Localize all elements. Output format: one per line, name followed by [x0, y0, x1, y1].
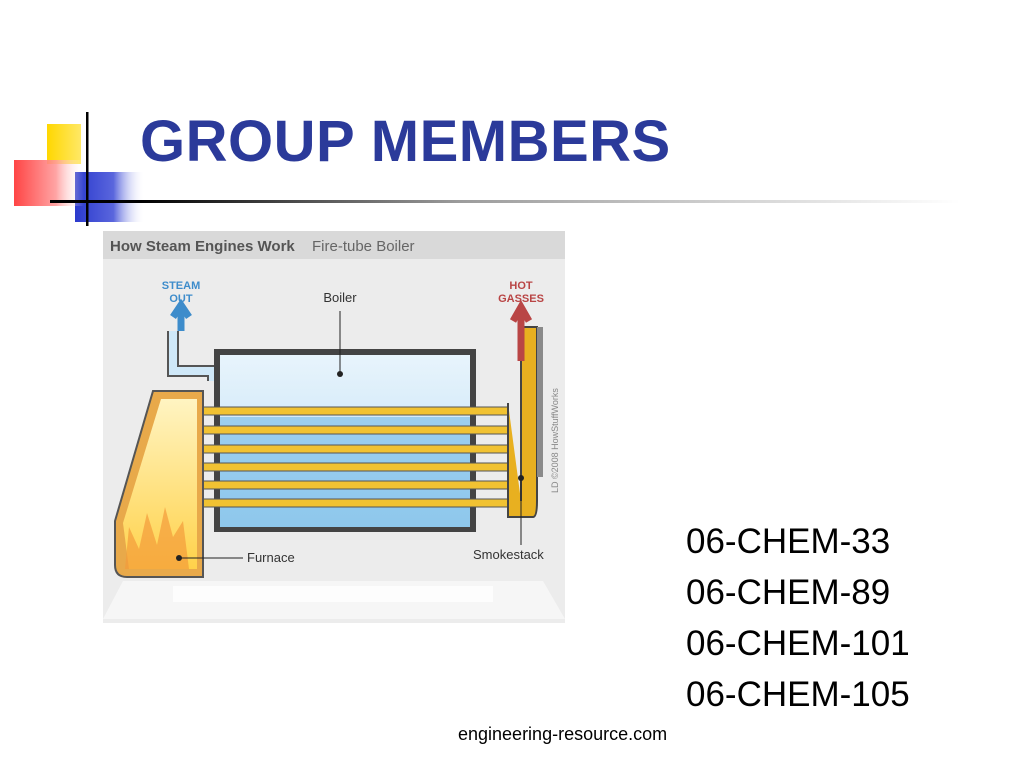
furnace-label: Furnace	[247, 550, 295, 565]
diagram-credit: LD ©2008 HowStuffWorks	[550, 388, 560, 493]
member-id: 06-CHEM-33	[686, 522, 891, 561]
hot-gasses-line2: GASSES	[498, 293, 544, 305]
slide-title: GROUP MEMBERS	[140, 109, 671, 174]
diagram-subtitle: Fire-tube Boiler	[312, 238, 415, 255]
member-id: 06-CHEM-105	[686, 675, 910, 714]
yellow-square	[47, 124, 81, 164]
steam-arrow-icon	[170, 298, 192, 331]
smokestack-casing	[537, 327, 543, 477]
diagram-title: How Steam Engines Work	[110, 238, 295, 255]
fire-tube	[202, 406, 509, 416]
fire-tube	[202, 444, 509, 454]
vertical-line	[86, 112, 89, 226]
flame-icon	[125, 507, 189, 569]
steam-label-line1: STEAM	[162, 280, 201, 292]
member-id: 06-CHEM-89	[686, 573, 891, 612]
steam-pipe	[169, 331, 217, 381]
base-highlight	[173, 586, 493, 602]
red-square	[14, 160, 84, 206]
member-list: 06-CHEM-33 06-CHEM-89 06-CHEM-101 06-CHE…	[686, 516, 910, 720]
furnace-interior	[123, 399, 197, 569]
slide-decoration	[14, 112, 145, 226]
fire-tube	[202, 425, 509, 435]
diagram-header-bar	[103, 231, 565, 259]
boiler-diagram: How Steam Engines Work Fire-tube Boiler …	[103, 231, 565, 623]
fire-tube	[202, 480, 509, 490]
fire-tube	[202, 498, 509, 508]
smokestack-label: Smokestack	[473, 547, 544, 562]
fire-tube	[202, 462, 509, 472]
hot-gas-arrow-icon	[509, 299, 533, 361]
slide-footer: engineering-resource.com	[458, 724, 668, 744]
title-underline	[50, 200, 960, 203]
member-id: 06-CHEM-101	[686, 624, 910, 663]
hot-gasses-line1: HOT	[509, 280, 533, 292]
blue-square	[75, 172, 145, 222]
steam-label-line2: OUT	[169, 293, 193, 305]
boiler-water-deep	[220, 417, 470, 527]
boiler-label: Boiler	[323, 290, 357, 305]
